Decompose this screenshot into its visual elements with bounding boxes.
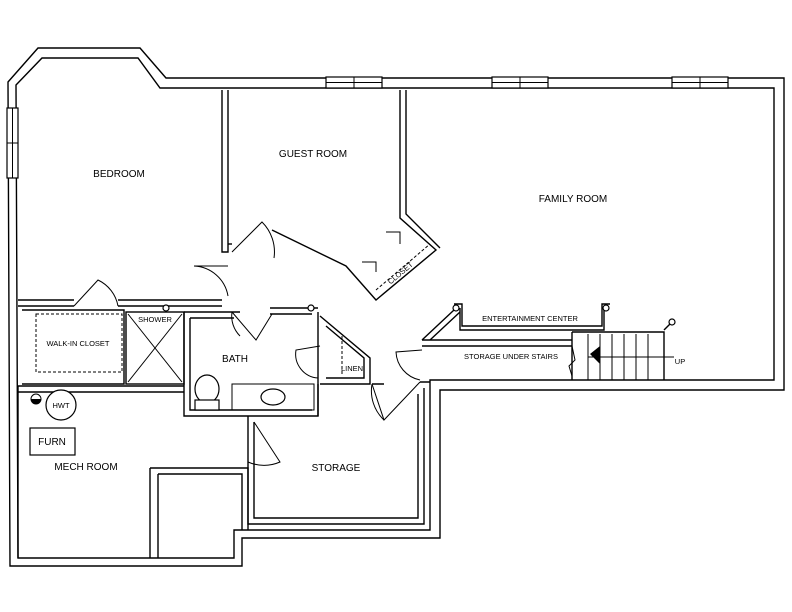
window-left bbox=[6, 107, 19, 179]
shower-label: SHOWER bbox=[138, 315, 172, 324]
exterior-wall bbox=[7, 47, 785, 567]
walk-in-closet-label: WALK-IN CLOSET bbox=[46, 339, 109, 348]
closet-label: CLOSET bbox=[386, 260, 415, 286]
bedroom-label: BEDROOM bbox=[93, 169, 145, 180]
window-top-2 bbox=[491, 76, 549, 89]
hwt-tank bbox=[30, 389, 77, 421]
hwt-label: HWT bbox=[52, 401, 69, 410]
vanity-sink bbox=[231, 304, 315, 411]
guest-room-label: GUEST ROOM bbox=[279, 149, 347, 160]
window-top-1 bbox=[325, 76, 383, 89]
interior-walls bbox=[17, 90, 673, 558]
linen-label: LINEN bbox=[341, 364, 363, 373]
closet-rods bbox=[35, 231, 431, 376]
up-label: UP bbox=[675, 357, 685, 366]
window-top-3 bbox=[671, 76, 729, 89]
toilet bbox=[194, 374, 220, 411]
mech-room-label: MECH ROOM bbox=[54, 462, 117, 473]
furnace bbox=[29, 427, 76, 456]
entertainment-posts bbox=[452, 304, 676, 326]
door-swings bbox=[73, 221, 423, 466]
bath-label: BATH bbox=[222, 354, 248, 365]
family-room-label: FAMILY ROOM bbox=[539, 194, 608, 205]
storage-under-stairs-label: STORAGE UNDER STAIRS bbox=[464, 352, 558, 361]
shower-stall bbox=[127, 304, 183, 383]
entertainment-center-label: ENTERTAINMENT CENTER bbox=[482, 314, 578, 323]
stair-treads bbox=[568, 334, 674, 380]
furn-label: FURN bbox=[38, 437, 66, 448]
storage-label: STORAGE bbox=[312, 463, 361, 474]
